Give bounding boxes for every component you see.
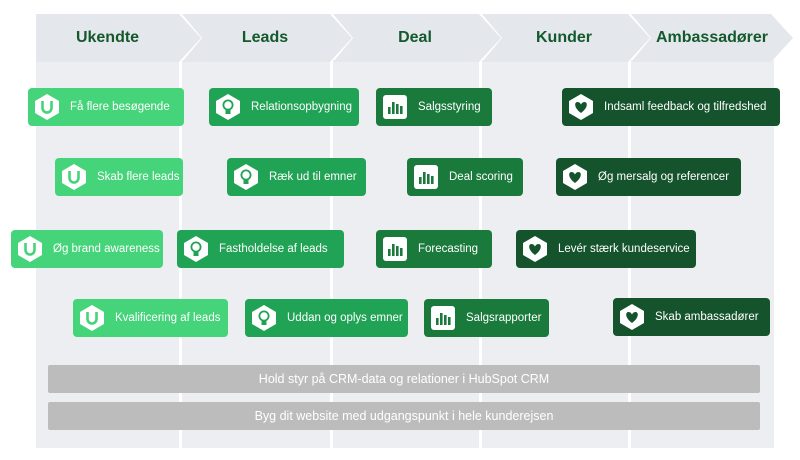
card-raek-ud-til-emner[interactable]: Ræk ud til emner: [227, 158, 366, 196]
card-uddan-og-oplys-emner[interactable]: Uddan og oplys emner: [245, 299, 408, 337]
lightbulb-icon: [215, 93, 241, 121]
card-relationsopbygning[interactable]: Relationsopbygning: [209, 88, 359, 126]
lightbulb-icon: [251, 304, 277, 332]
card-deal-scoring[interactable]: Deal scoring: [407, 158, 523, 196]
stage-ambassadorer: Ambassadører: [631, 14, 793, 62]
stage-deal: Deal: [333, 14, 501, 62]
card-skab-flere-leads[interactable]: Skab flere leads: [55, 158, 183, 196]
heart-icon: [568, 93, 594, 121]
bar-chart-icon: [430, 304, 456, 332]
chevron-shape: [631, 14, 793, 62]
card-label: Indsaml feedback og tilfredshed: [604, 101, 767, 113]
card-label: Skab flere leads: [97, 171, 180, 183]
website-bar[interactable]: Byg dit website med udgangspunkt i hele …: [48, 402, 760, 430]
card-label: Relationsopbygning: [251, 101, 353, 113]
card-oeg-mersalg[interactable]: Øg mersalg og referencer: [556, 158, 741, 196]
heart-icon: [619, 303, 645, 331]
stage-label: Ambassadører: [655, 29, 769, 46]
card-indsaml-feedback[interactable]: Indsaml feedback og tilfredshed: [562, 88, 780, 126]
card-forecasting[interactable]: Forecasting: [376, 230, 492, 268]
stage-label: Deal: [398, 29, 432, 46]
card-label: Fastholdelse af leads: [219, 243, 328, 255]
magnet-icon: [34, 93, 60, 121]
chevron-shape: [182, 14, 352, 62]
card-label: Salgsstyring: [418, 101, 481, 113]
card-label: Uddan og oplys emner: [287, 312, 403, 324]
card-label: Ræk ud til emner: [269, 171, 357, 183]
heart-icon: [562, 163, 588, 191]
card-label: Deal scoring: [449, 171, 513, 183]
stage-label: Kunder: [536, 29, 592, 46]
lightbulb-icon: [183, 235, 209, 263]
card-oeg-brand-awareness[interactable]: Øg brand awareness: [11, 230, 163, 268]
card-label: Salgsrapporter: [466, 312, 542, 324]
card-salgsstyring[interactable]: Salgsstyring: [376, 88, 492, 126]
card-label: Kvalificering af leads: [115, 312, 221, 324]
chevron-shape: [333, 14, 501, 62]
card-label: Levér stærk kundeservice: [558, 243, 690, 255]
card-label: Få flere besøgende: [70, 101, 170, 113]
stage-kunder: Kunder: [482, 14, 650, 62]
magnet-icon: [17, 235, 43, 263]
bar-chart-icon: [413, 163, 439, 191]
stage-leads: Leads: [182, 14, 352, 62]
card-skab-ambassadorer[interactable]: Skab ambassadører: [613, 298, 770, 336]
heart-icon: [522, 235, 548, 263]
card-kvalificering-af-leads[interactable]: Kvalificering af leads: [73, 299, 228, 337]
bar-chart-icon: [382, 93, 408, 121]
chevron-shape: [482, 14, 650, 62]
card-label: Øg mersalg og referencer: [598, 171, 730, 183]
crm-bar[interactable]: Hold styr på CRM-data og relationer i Hu…: [48, 365, 760, 393]
magnet-icon: [79, 304, 105, 332]
card-faa-flere-besoegende[interactable]: Få flere besøgende: [28, 88, 184, 126]
stage-ukendte: Ukendte: [36, 14, 201, 62]
card-lever-staerk-kundeservice[interactable]: Levér stærk kundeservice: [516, 230, 696, 268]
lightbulb-icon: [233, 163, 259, 191]
stage-label: Ukendte: [75, 29, 140, 46]
chevron-shape: [36, 14, 201, 62]
bar-chart-icon: [382, 235, 408, 263]
stage-label: Leads: [241, 29, 289, 46]
card-salgsrapporter[interactable]: Salgsrapporter: [424, 299, 549, 337]
card-label: Øg brand awareness: [53, 243, 160, 255]
card-label: Skab ambassadører: [655, 311, 759, 323]
card-label: Forecasting: [418, 243, 479, 255]
card-fastholdelse-af-leads[interactable]: Fastholdelse af leads: [177, 230, 344, 268]
magnet-icon: [61, 163, 87, 191]
